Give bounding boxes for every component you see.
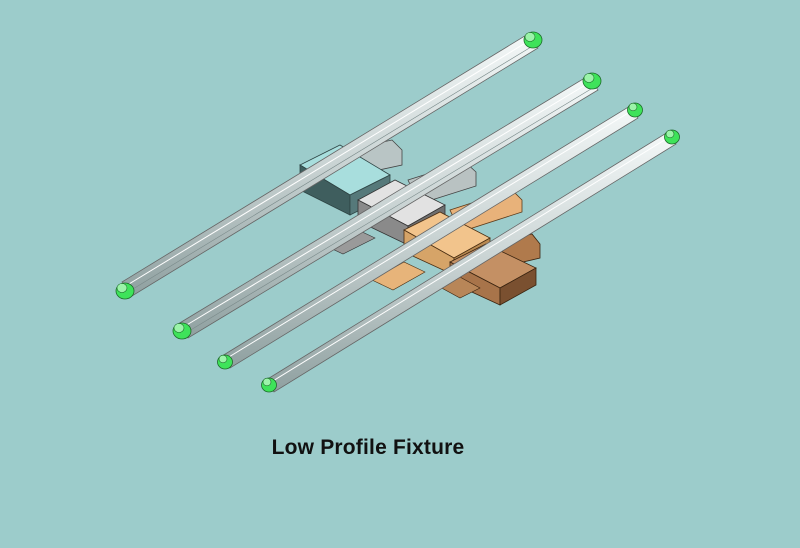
end-cap	[172, 322, 192, 340]
end-cap	[217, 354, 233, 370]
fixture-4	[261, 129, 680, 393]
fixture-1	[115, 31, 543, 300]
end-cap	[523, 31, 543, 49]
end-cap	[582, 72, 602, 90]
end-cap	[627, 102, 643, 118]
fixture-3	[217, 102, 643, 370]
end-cap	[664, 129, 680, 145]
fixture-2	[172, 72, 602, 340]
end-cap	[261, 377, 277, 393]
end-cap	[115, 282, 135, 300]
caption-title: Low Profile Fixture	[271, 436, 465, 459]
